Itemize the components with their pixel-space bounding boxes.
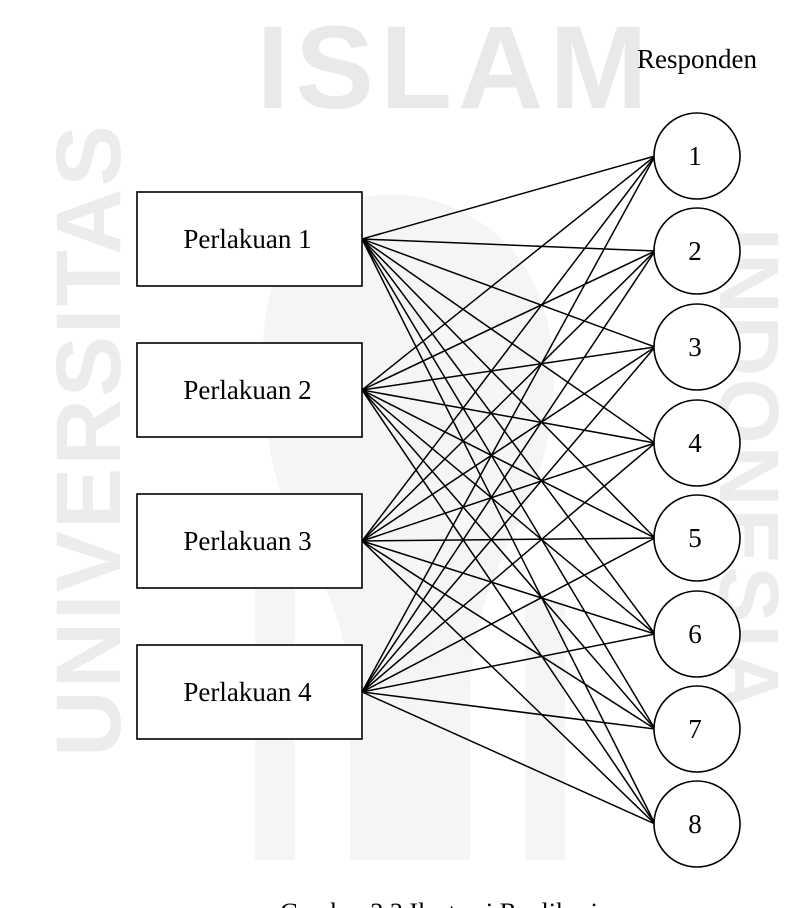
respondent-circle [653, 590, 741, 678]
connection-line [361, 238, 656, 252]
connection-line [361, 238, 656, 539]
respondent-circle [653, 112, 741, 200]
respondent-number: 6 [688, 619, 702, 649]
connection-line [361, 691, 656, 730]
connection-line [361, 389, 656, 539]
treatment-label: Perlakuan 1 [183, 224, 311, 254]
treatment-label: Perlakuan 2 [183, 375, 311, 405]
connection-line [361, 537, 656, 542]
connection-line [361, 389, 656, 825]
respondent-node-7: 7 [653, 685, 741, 773]
connection-line [361, 540, 656, 825]
respondent-node-4: 4 [653, 399, 741, 487]
respondent-number: 8 [688, 809, 702, 839]
connection-line [361, 633, 656, 693]
connection-line [361, 691, 656, 825]
respondent-number: 1 [688, 141, 702, 171]
respondent-number: 3 [688, 332, 702, 362]
connection-line [361, 540, 656, 635]
respondent-node-3: 3 [653, 303, 741, 391]
connection-line [361, 442, 656, 542]
respondent-number: 7 [688, 714, 702, 744]
connection-line [361, 250, 656, 542]
connection-line [361, 389, 656, 730]
watermark-left-text: UNIVERSITAS [38, 123, 140, 757]
respondent-circle [653, 399, 741, 487]
connection-line [361, 346, 656, 693]
connection-line [361, 238, 656, 730]
connection-line [361, 155, 656, 693]
respondent-number: 4 [688, 428, 702, 458]
respondent-number: 2 [688, 236, 702, 266]
connection-line [361, 346, 656, 391]
treatment-label: Perlakuan 3 [183, 526, 311, 556]
treatment-rect [136, 191, 363, 287]
respondent-node-6: 6 [653, 590, 741, 678]
connection-line [361, 442, 656, 693]
respondent-node-5: 5 [653, 494, 741, 582]
connection-line [361, 238, 656, 348]
figure-caption: Gambar 3.3 Ilustrasi Replikasi [280, 898, 598, 908]
connection-line [361, 155, 656, 542]
respondent-circle [653, 207, 741, 295]
treatment-label: Perlakuan 4 [183, 677, 312, 707]
respondent-circle [653, 494, 741, 582]
connection-lines [361, 155, 656, 825]
connection-line [361, 346, 656, 542]
respondents-label: Responden [637, 44, 757, 74]
treatment-box-3: Perlakuan 3 [136, 493, 363, 589]
respondent-circle [653, 303, 741, 391]
respondent-node-1: 1 [653, 112, 741, 200]
connection-line [361, 537, 656, 693]
connection-line [361, 389, 656, 635]
respondent-group: 1 2 3 4 5 6 7 8 [653, 112, 741, 868]
treatment-box-4: Perlakuan 4 [136, 644, 363, 740]
treatment-box-2: Perlakuan 2 [136, 342, 363, 438]
connection-line [361, 238, 656, 444]
connection-line [361, 250, 656, 693]
respondent-circle [653, 780, 741, 868]
treatment-rect [136, 644, 363, 740]
treatment-group: Perlakuan 1 Perlakuan 2 Perlakuan 3 Perlaku… [136, 191, 363, 740]
connection-line [361, 238, 656, 635]
treatment-rect [136, 342, 363, 438]
treatment-rect [136, 493, 363, 589]
respondent-number: 5 [688, 523, 702, 553]
watermark-top-text: ISLAM [256, 2, 653, 134]
respondent-node-2: 2 [653, 207, 741, 295]
connection-line [361, 155, 656, 240]
connection-line [361, 155, 656, 391]
connection-line [361, 250, 656, 391]
connection-line [361, 389, 656, 444]
respondent-circle [653, 685, 741, 773]
treatment-box-1: Perlakuan 1 [136, 191, 363, 287]
connection-line [361, 540, 656, 730]
respondent-node-8: 8 [653, 780, 741, 868]
connection-line [361, 238, 656, 825]
